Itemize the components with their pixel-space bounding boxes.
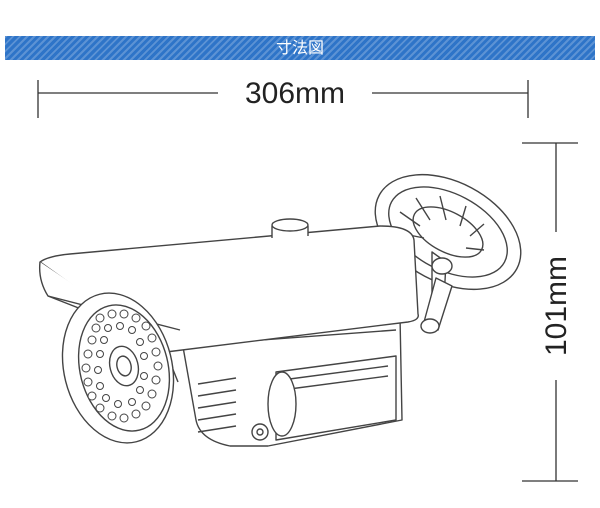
height-label: 101mm [540,256,573,356]
height-dimension [522,142,578,482]
camera-body [179,315,403,447]
section-title: 寸法図 [275,38,324,57]
ir-led-ring [81,309,163,423]
section-banner: 寸法図 [5,36,595,60]
width-label: 306mm [245,77,345,110]
camera-illustration [38,173,522,447]
width-dimension [37,80,529,118]
lens-front [61,292,175,444]
